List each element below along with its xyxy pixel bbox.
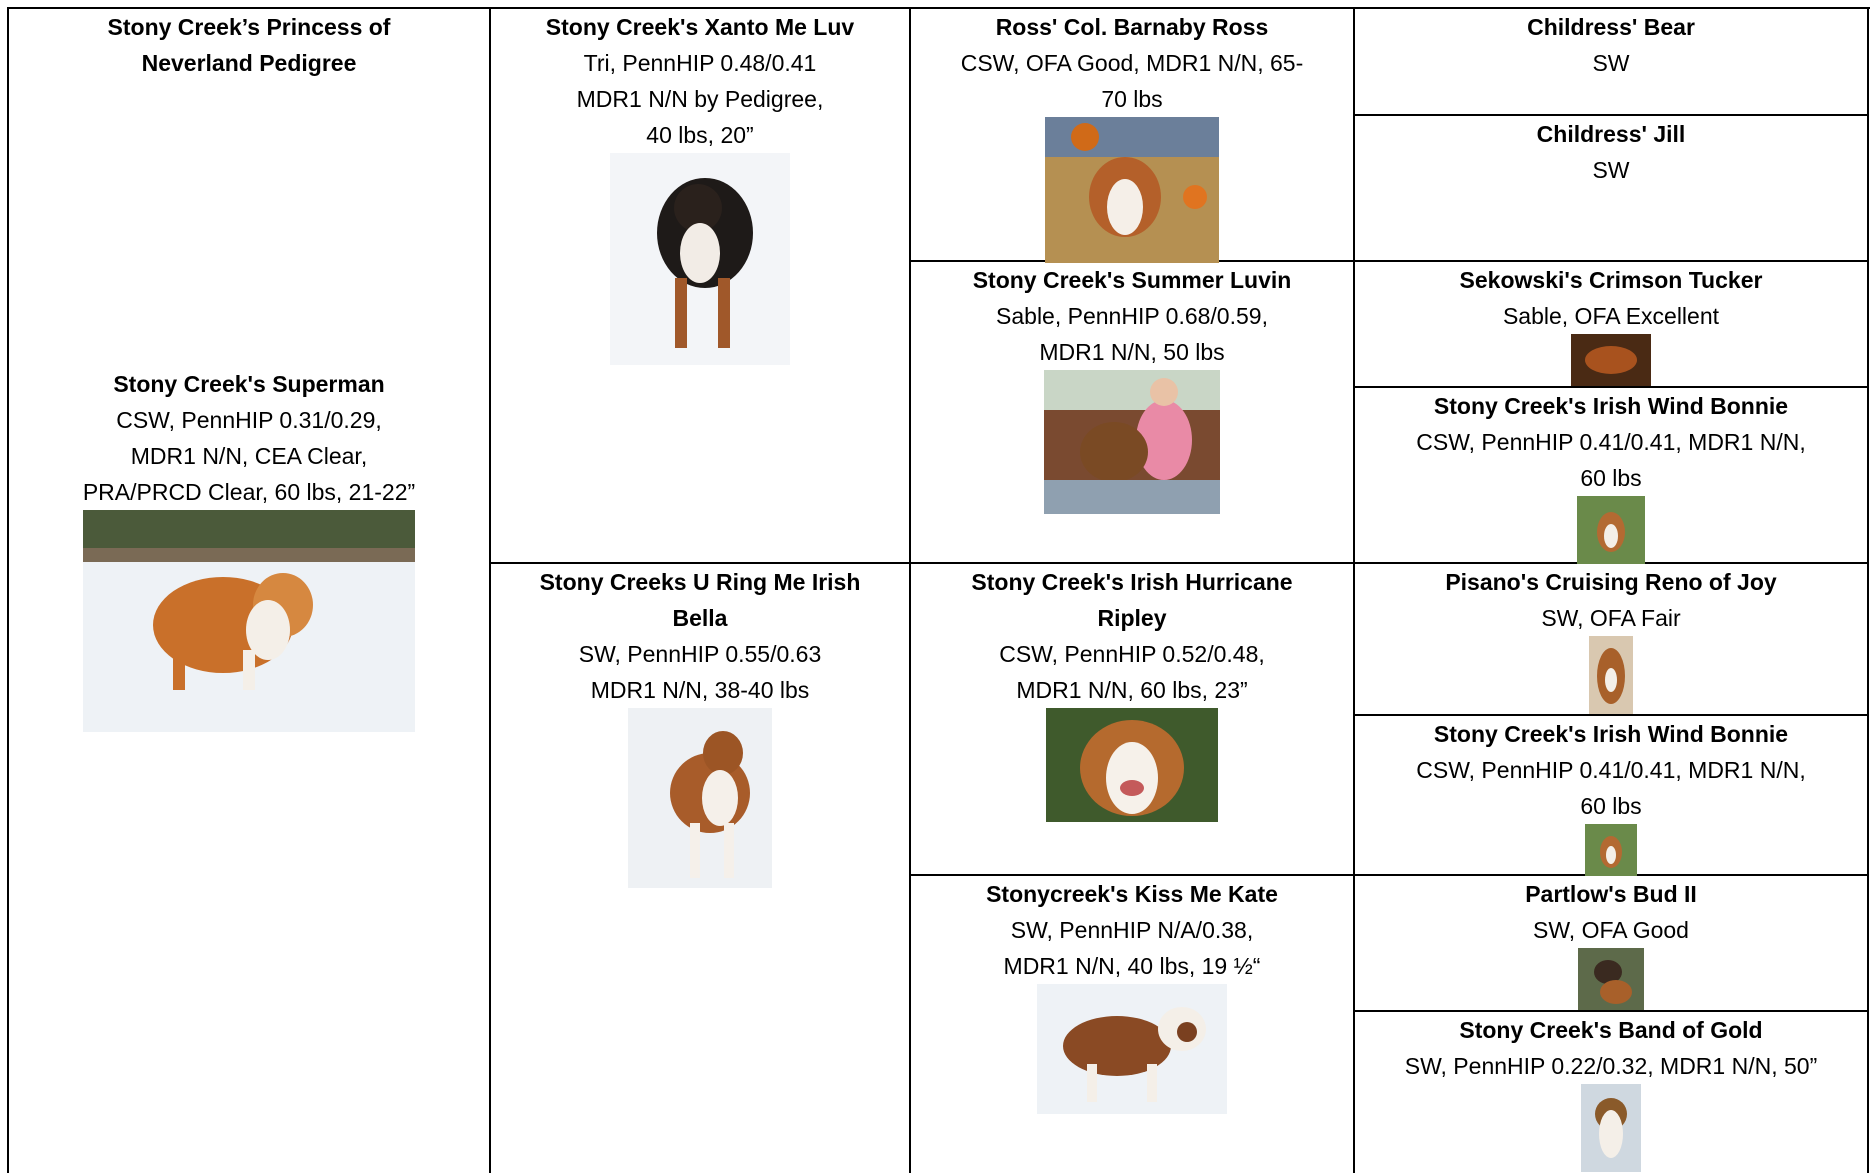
dog-photo-reno: [1589, 636, 1633, 714]
dog-name: Stony Creek's Irish Wind Bonnie: [1433, 393, 1789, 419]
dog-photo-band-of-gold: [1581, 1084, 1641, 1172]
dog-name: Stonycreek's Kiss Me Kate: [986, 881, 1278, 907]
dog-photo-superman: [83, 510, 415, 732]
dog-info-line: MDR1 N/N, 40 lbs, 19 ½“: [1003, 953, 1261, 979]
gen4-cell-4: Stony Creek's Irish Wind Bonnie CSW, Pen…: [1355, 388, 1867, 564]
dog-info-line: Sable, OFA Excellent: [1502, 303, 1720, 329]
table-border-left: [7, 7, 9, 1173]
gen4-cell-5: Pisano's Cruising Reno of Joy SW, OFA Fa…: [1355, 564, 1867, 714]
gen1-cell: Stony Creek's Superman CSW, PennHIP 0.31…: [9, 366, 489, 732]
dog-name: Stony Creek's Xanto Me Luv: [545, 14, 855, 40]
gen4-cell-6: Stony Creek's Irish Wind Bonnie CSW, Pen…: [1355, 716, 1867, 876]
dog-info-line: MDR1 N/N, 50 lbs: [1039, 339, 1225, 365]
dog-name: Stony Creek's Irish Hurricane: [971, 569, 1293, 595]
gen4-cell-3: Sekowski's Crimson Tucker Sable, OFA Exc…: [1355, 262, 1867, 386]
gen3-cell-1: Ross' Col. Barnaby Ross CSW, OFA Good, M…: [911, 9, 1353, 263]
dog-name: Stony Creek's Irish Wind Bonnie: [1433, 721, 1789, 747]
row-divider-gen4-c: [1353, 714, 1869, 716]
dog-info-line: SW, PennHIP 0.55/0.63: [578, 641, 822, 667]
dog-info-line: SW: [1592, 50, 1630, 76]
col-divider-3: [1353, 7, 1355, 1173]
dog-info-line: MDR1 N/N by Pedigree,: [576, 86, 824, 112]
table-border-top: [7, 7, 1870, 9]
dog-photo-barnaby: [1045, 117, 1219, 263]
gen4-cell-2: Childress' Jill SW: [1355, 116, 1867, 188]
gen2-dam-cell: Stony Creeks U Ring Me Irish Bella SW, P…: [491, 564, 909, 888]
dog-name: Stony Creek's Band of Gold: [1459, 1017, 1763, 1043]
row-divider-gen4-b: [1353, 386, 1869, 388]
dog-info-line: SW: [1592, 157, 1630, 183]
gen4-cell-1: Childress' Bear SW: [1355, 9, 1867, 81]
dog-name: Bella: [672, 605, 728, 631]
dog-name: Partlow's Bud II: [1525, 881, 1697, 907]
dog-info-line: MDR1 N/N, 38-40 lbs: [590, 677, 810, 703]
dog-photo-bella: [628, 708, 772, 888]
dog-info-line: CSW, PennHIP 0.31/0.29,: [116, 407, 382, 433]
dog-photo-bud: [1578, 948, 1644, 1010]
dog-name: Childress' Jill: [1536, 121, 1686, 147]
dog-name: Stony Creek's Superman: [113, 371, 385, 397]
table-border-right: [1867, 7, 1869, 1173]
dog-info-line: MDR1 N/N, CEA Clear,: [130, 443, 368, 469]
gen2-sire-cell: Stony Creek's Xanto Me Luv Tri, PennHIP …: [491, 9, 909, 365]
dog-photo-summer: [1044, 370, 1220, 514]
gen4-cell-8: Stony Creek's Band of Gold SW, PennHIP 0…: [1355, 1012, 1867, 1172]
dog-info-line: Sable, PennHIP 0.68/0.59,: [996, 303, 1268, 329]
dog-info-line: 40 lbs, 20”: [646, 122, 754, 148]
dog-photo-bonnie: [1577, 496, 1645, 564]
dog-photo-tucker: [1571, 334, 1651, 386]
dog-info-line: CSW, PennHIP 0.52/0.48,: [999, 641, 1265, 667]
dog-info-line: 60 lbs: [1580, 793, 1642, 819]
row-divider-gen3-b: [909, 874, 1869, 876]
dog-info-line: CSW, PennHIP 0.41/0.41, MDR1 N/N,: [1416, 429, 1806, 455]
gen3-cell-4: Stonycreek's Kiss Me Kate SW, PennHIP N/…: [911, 876, 1353, 1114]
dog-info-line: SW, PennHIP N/A/0.38,: [1010, 917, 1254, 943]
dog-photo-ripley: [1046, 708, 1218, 822]
pedigree-title: Stony Creek’s Princess of Neverland Pedi…: [107, 14, 391, 76]
dog-info-line: CSW, PennHIP 0.41/0.41, MDR1 N/N,: [1416, 757, 1806, 783]
dog-name: Ripley: [1097, 605, 1167, 631]
row-divider-gen4-a: [1353, 114, 1869, 116]
dog-info-line: Tri, PennHIP 0.48/0.41: [583, 50, 817, 76]
pedigree-title-cell: Stony Creek’s Princess of Neverland Pedi…: [9, 9, 489, 81]
dog-photo-kate: [1037, 984, 1227, 1114]
gen3-cell-3: Stony Creek's Irish Hurricane Ripley CSW…: [911, 564, 1353, 822]
row-divider-gen3-a: [909, 260, 1869, 262]
dog-info-line: 70 lbs: [1101, 86, 1163, 112]
dog-name: Pisano's Cruising Reno of Joy: [1445, 569, 1777, 595]
dog-name: Stony Creek's Summer Luvin: [972, 267, 1292, 293]
dog-photo-xanto: [610, 153, 790, 365]
gen3-cell-2: Stony Creek's Summer Luvin Sable, PennHI…: [911, 262, 1353, 514]
col-divider-1: [489, 7, 491, 1173]
dog-info-line: SW, OFA Fair: [1541, 605, 1681, 631]
row-divider-gen4-d: [1353, 1010, 1869, 1012]
dog-name: Ross' Col. Barnaby Ross: [995, 14, 1269, 40]
dog-info-line: PRA/PRCD Clear, 60 lbs, 21-22”: [82, 479, 416, 505]
dog-name: Sekowski's Crimson Tucker: [1459, 267, 1763, 293]
row-divider-gen2: [489, 562, 1869, 564]
dog-info-line: 60 lbs: [1580, 465, 1642, 491]
col-divider-2: [909, 7, 911, 1173]
dog-photo-bonnie-2: [1585, 824, 1637, 876]
dog-info-line: SW, OFA Good: [1533, 917, 1689, 943]
dog-info-line: CSW, OFA Good, MDR1 N/N, 65-: [960, 50, 1304, 76]
dog-info-line: SW, PennHIP 0.22/0.32, MDR1 N/N, 50”: [1404, 1053, 1818, 1079]
gen4-cell-7: Partlow's Bud II SW, OFA Good: [1355, 876, 1867, 1010]
dog-name: Stony Creeks U Ring Me Irish: [539, 569, 861, 595]
dog-name: Childress' Bear: [1527, 14, 1695, 40]
dog-info-line: MDR1 N/N, 60 lbs, 23”: [1016, 677, 1248, 703]
